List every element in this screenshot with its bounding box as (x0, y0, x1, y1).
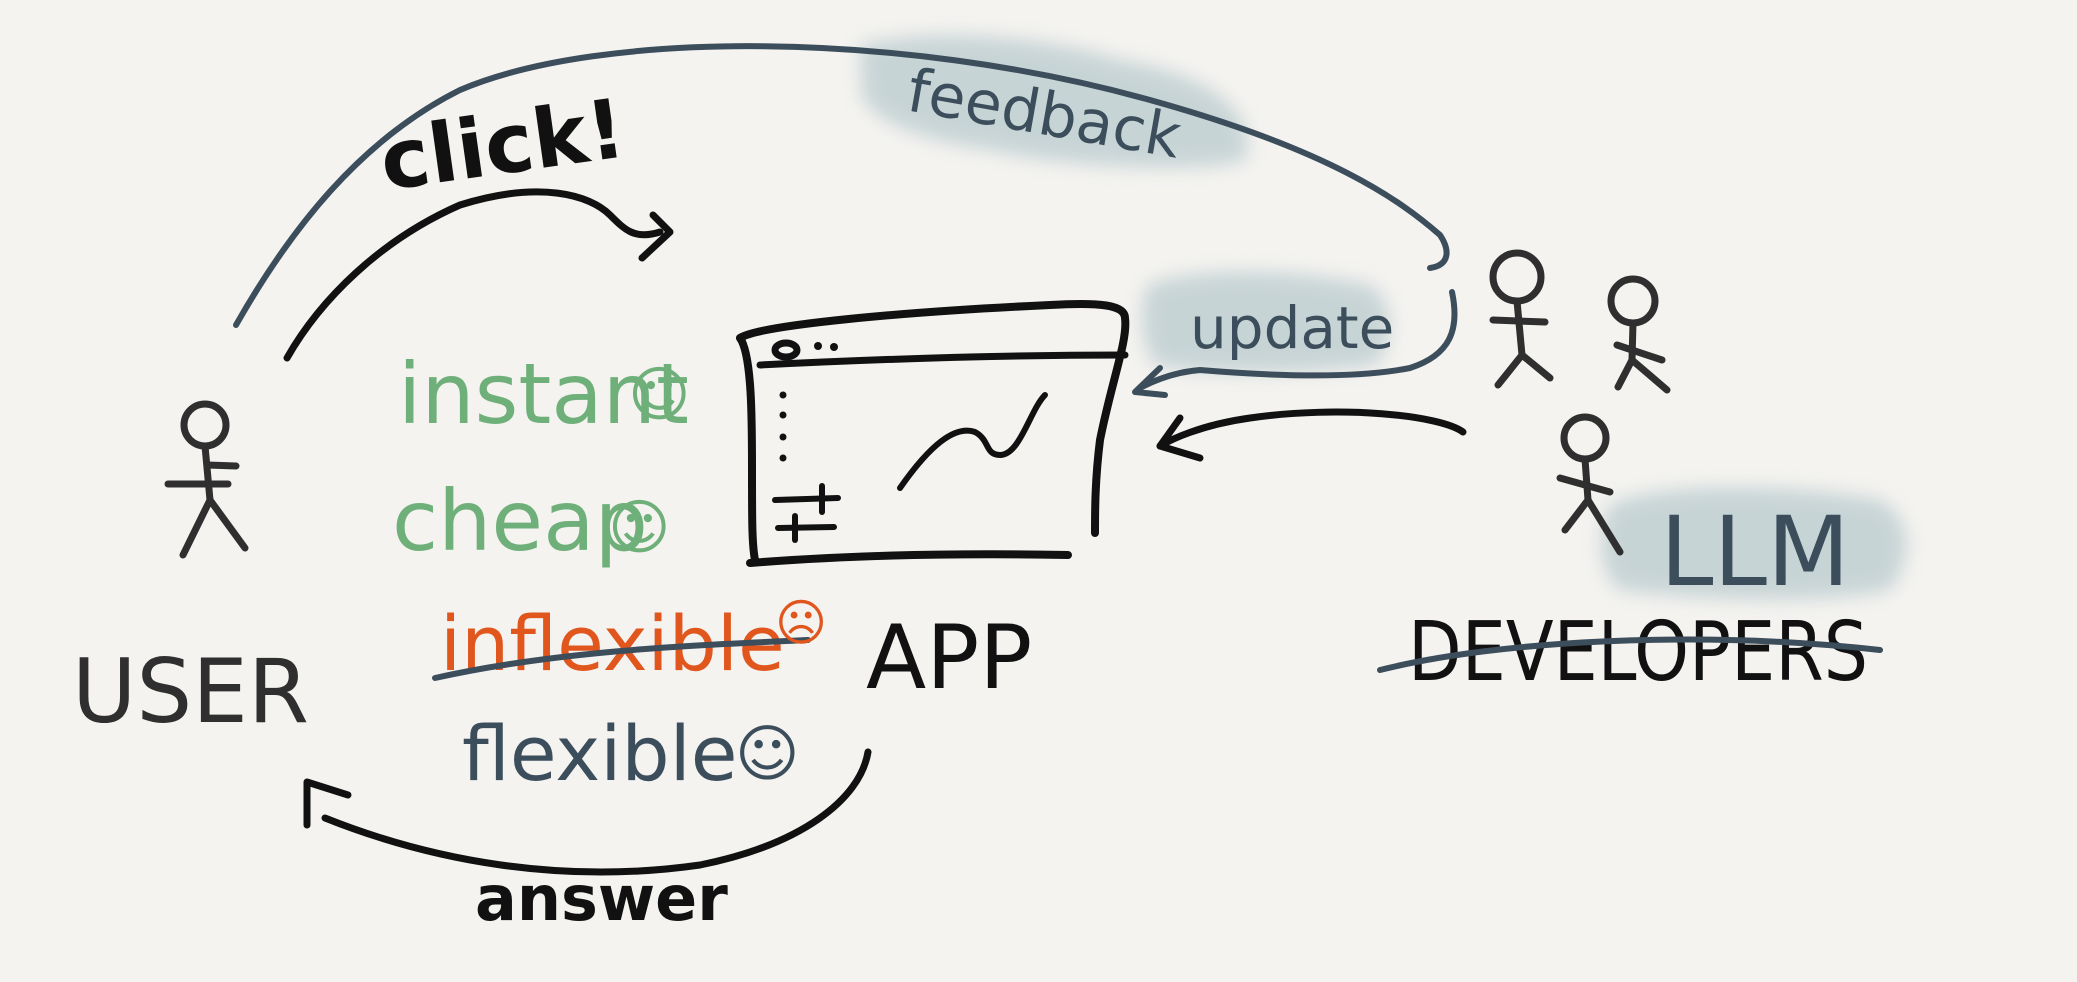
user-label: USER (72, 640, 309, 743)
app-window-icon (736, 299, 1130, 567)
flexible-face: ☺ (735, 717, 800, 790)
llm-highlight (1600, 487, 1907, 600)
developers-to-app-arrow (1156, 408, 1467, 462)
user-head (180, 400, 230, 450)
developers-strikethrough (1377, 636, 1883, 673)
feedback-arc (233, 43, 1450, 328)
flexible-label: flexible (462, 709, 738, 798)
click-label: click! (375, 82, 631, 210)
inflexible-face: ☹ (775, 594, 827, 652)
update-highlight (1142, 271, 1390, 373)
developer-figure-2 (1607, 275, 1671, 394)
answer-arrow (303, 748, 872, 876)
cheap-label: cheap (392, 472, 648, 570)
update-arrow (1132, 289, 1458, 398)
click-arrow (283, 188, 674, 362)
llm-label: LLM (1660, 496, 1850, 608)
answer-label: answer (475, 862, 728, 935)
instant-label: instant (398, 345, 689, 443)
developer-figures (1489, 249, 1671, 556)
user-figure (164, 400, 249, 559)
instant-face: ☺ (628, 360, 691, 430)
user-arm2 (203, 461, 240, 470)
cheap-face: ☺ (608, 493, 671, 563)
inflexible-strikethrough (432, 637, 811, 681)
app-label: APP (866, 606, 1032, 709)
update-label: update (1190, 294, 1394, 362)
user-leg (206, 496, 249, 552)
developer-figure-1 (1489, 249, 1554, 389)
highlights (860, 35, 1907, 600)
labels: click! feedback update instant ☺ cheap ☺… (72, 56, 1883, 935)
feedback-highlight (860, 35, 1248, 168)
developer-figure-3 (1556, 413, 1624, 556)
